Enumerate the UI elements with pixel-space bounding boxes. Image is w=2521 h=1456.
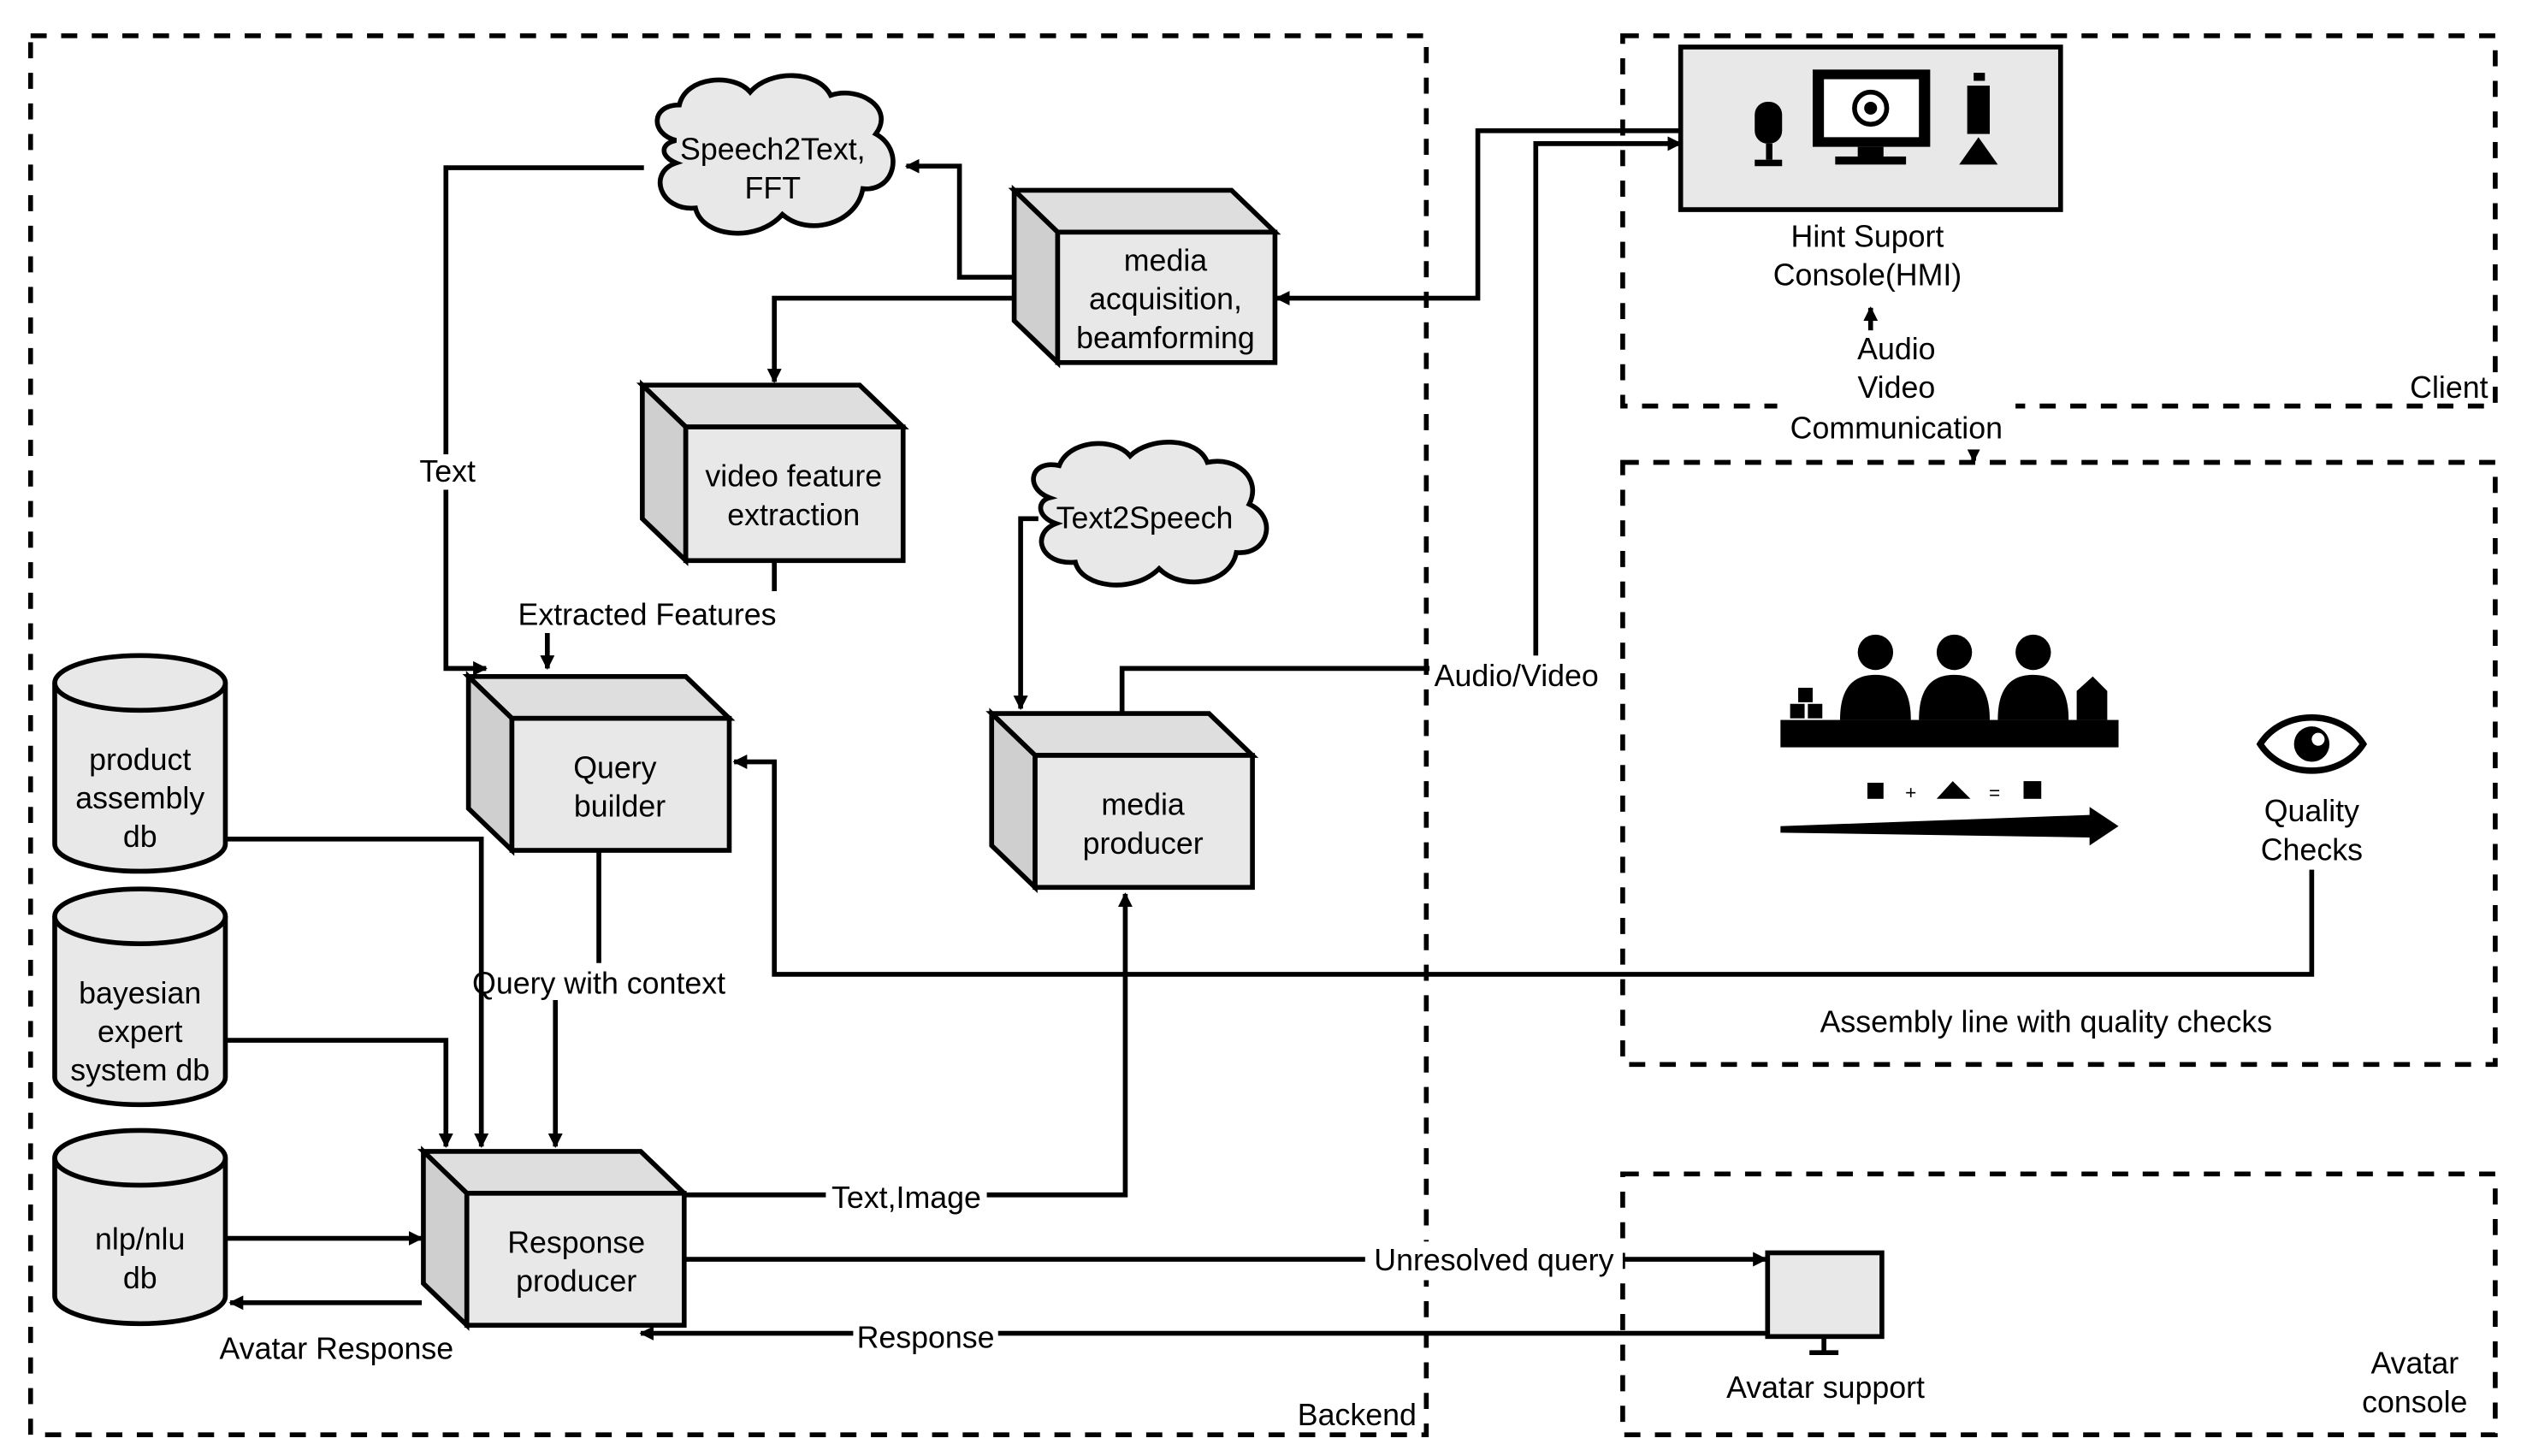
text2speech-label: Text2Speech <box>1056 501 1234 536</box>
product-db-label-1: product <box>89 743 191 777</box>
backend-zone <box>27 33 1429 1437</box>
microphone-icon <box>1755 101 1783 167</box>
media-producer-label-1: media <box>1101 788 1184 822</box>
svg-text:+: + <box>1905 782 1916 803</box>
query-builder-label-2: builder <box>574 790 666 824</box>
bayesian-expert-db: bayesian expert system db <box>52 886 228 1108</box>
edge-label-text-image: Text,Image <box>831 1181 981 1215</box>
response-producer-label-2: producer <box>516 1264 636 1299</box>
edge-label-unresolved-query: Unresolved query <box>1374 1243 1613 1277</box>
media-acquisition-label-3: beamforming <box>1076 321 1255 355</box>
nlp-db-label-1: nlp/nlu <box>95 1222 185 1257</box>
client-zone <box>1620 33 2498 409</box>
edge-hmi-to-media-acq <box>1275 128 1683 306</box>
edge-label-response: Response <box>857 1321 995 1355</box>
bayesian-db-label-2: expert <box>98 1015 182 1049</box>
edge-speech-to-query <box>443 165 644 676</box>
bayesian-db-label-1: bayesian <box>79 976 201 1010</box>
edge-media-acq-to-speech <box>904 158 1015 280</box>
product-db-label-3: db <box>123 820 157 854</box>
assembly-zone-label: Assembly line with quality checks <box>1820 1005 2273 1039</box>
avatar-console-zone <box>1620 1171 2498 1437</box>
comm-label-1: Audio <box>1857 332 1935 366</box>
query-builder-box: Query builder <box>462 671 736 856</box>
media-acquisition-label-2: acquisition, <box>1089 282 1242 317</box>
hmi-label-2: Console(HMI) <box>1773 257 1962 292</box>
edge-label-audio-video: Audio/Video <box>1435 659 1599 693</box>
nlp-db-label-2: db <box>123 1261 157 1295</box>
quality-checks-label-2: Checks <box>2261 832 2363 867</box>
edge-media-acq-to-video <box>766 295 1015 384</box>
product-db-label-2: assembly <box>75 781 204 815</box>
video-feature-extraction-box: video feature extraction <box>636 379 909 566</box>
workers-icon: + = <box>1780 634 2119 803</box>
quality-checks-label-1: Quality <box>2264 794 2359 828</box>
svg-text:=: = <box>1989 782 2000 803</box>
eye-icon <box>2256 714 2368 774</box>
comm-label-2: Video <box>1857 370 1935 405</box>
query-builder-label-1: Query <box>573 750 656 784</box>
avatar-console-label-2: console <box>2362 1385 2467 1419</box>
monitor-icon <box>1812 69 1931 165</box>
comm-label-3: Communication <box>1790 411 2003 445</box>
bayesian-db-label-3: system db <box>70 1053 210 1087</box>
edge-label-text: Text <box>419 454 476 488</box>
response-producer-label-1: Response <box>507 1225 645 1259</box>
hmi-console: Hint Suport Console(HMI) <box>1678 44 2063 292</box>
speech2text-label-2: FFT <box>745 171 802 205</box>
text2speech-cloud: Text2Speech <box>1031 440 1269 588</box>
edge-response-to-media-producer <box>684 892 1133 1198</box>
avatar-support-label: Avatar support <box>1726 1370 1925 1405</box>
edge-quality-to-query <box>732 755 2315 977</box>
backend-zone-label: Backend <box>1298 1398 1417 1432</box>
nlp-nlu-db: nlp/nlu db <box>52 1128 228 1327</box>
media-producer-box: media producer <box>985 707 1259 893</box>
assembly-arrow-icon <box>1780 807 2119 846</box>
media-acquisition-label-1: media <box>1124 244 1207 278</box>
edge-bayesian-db-to-response <box>227 1038 453 1148</box>
edge-product-db-to-response <box>227 837 489 1148</box>
edge-text2speech-to-producer <box>1013 516 1039 711</box>
speech2text-label-1: Speech2Text, <box>680 133 866 167</box>
avatar-monitor-icon <box>1765 1250 1885 1355</box>
assembly-zone <box>1620 459 2498 1068</box>
client-zone-label: Client <box>2410 370 2488 405</box>
hmi-label-1: Hint Suport <box>1791 219 1944 253</box>
media-acquisition-box: media acquisition, beamforming <box>1008 184 1281 369</box>
avatar-console-label-1: Avatar <box>2370 1347 2459 1381</box>
response-producer-box: Response producer <box>417 1145 690 1331</box>
speaker-icon <box>1959 73 1998 165</box>
edge-label-extracted-features: Extracted Features <box>518 598 776 632</box>
speech2text-cloud: Speech2Text, FFT <box>654 73 896 236</box>
edge-label-avatar-response: Avatar Response <box>220 1332 454 1366</box>
product-assembly-db: product assembly db <box>52 653 228 874</box>
media-producer-label-2: producer <box>1083 826 1204 861</box>
video-feature-label-1: video feature <box>705 459 882 494</box>
edge-label-query-context: Query with context <box>472 967 725 1001</box>
video-feature-label-2: extraction <box>727 498 860 532</box>
